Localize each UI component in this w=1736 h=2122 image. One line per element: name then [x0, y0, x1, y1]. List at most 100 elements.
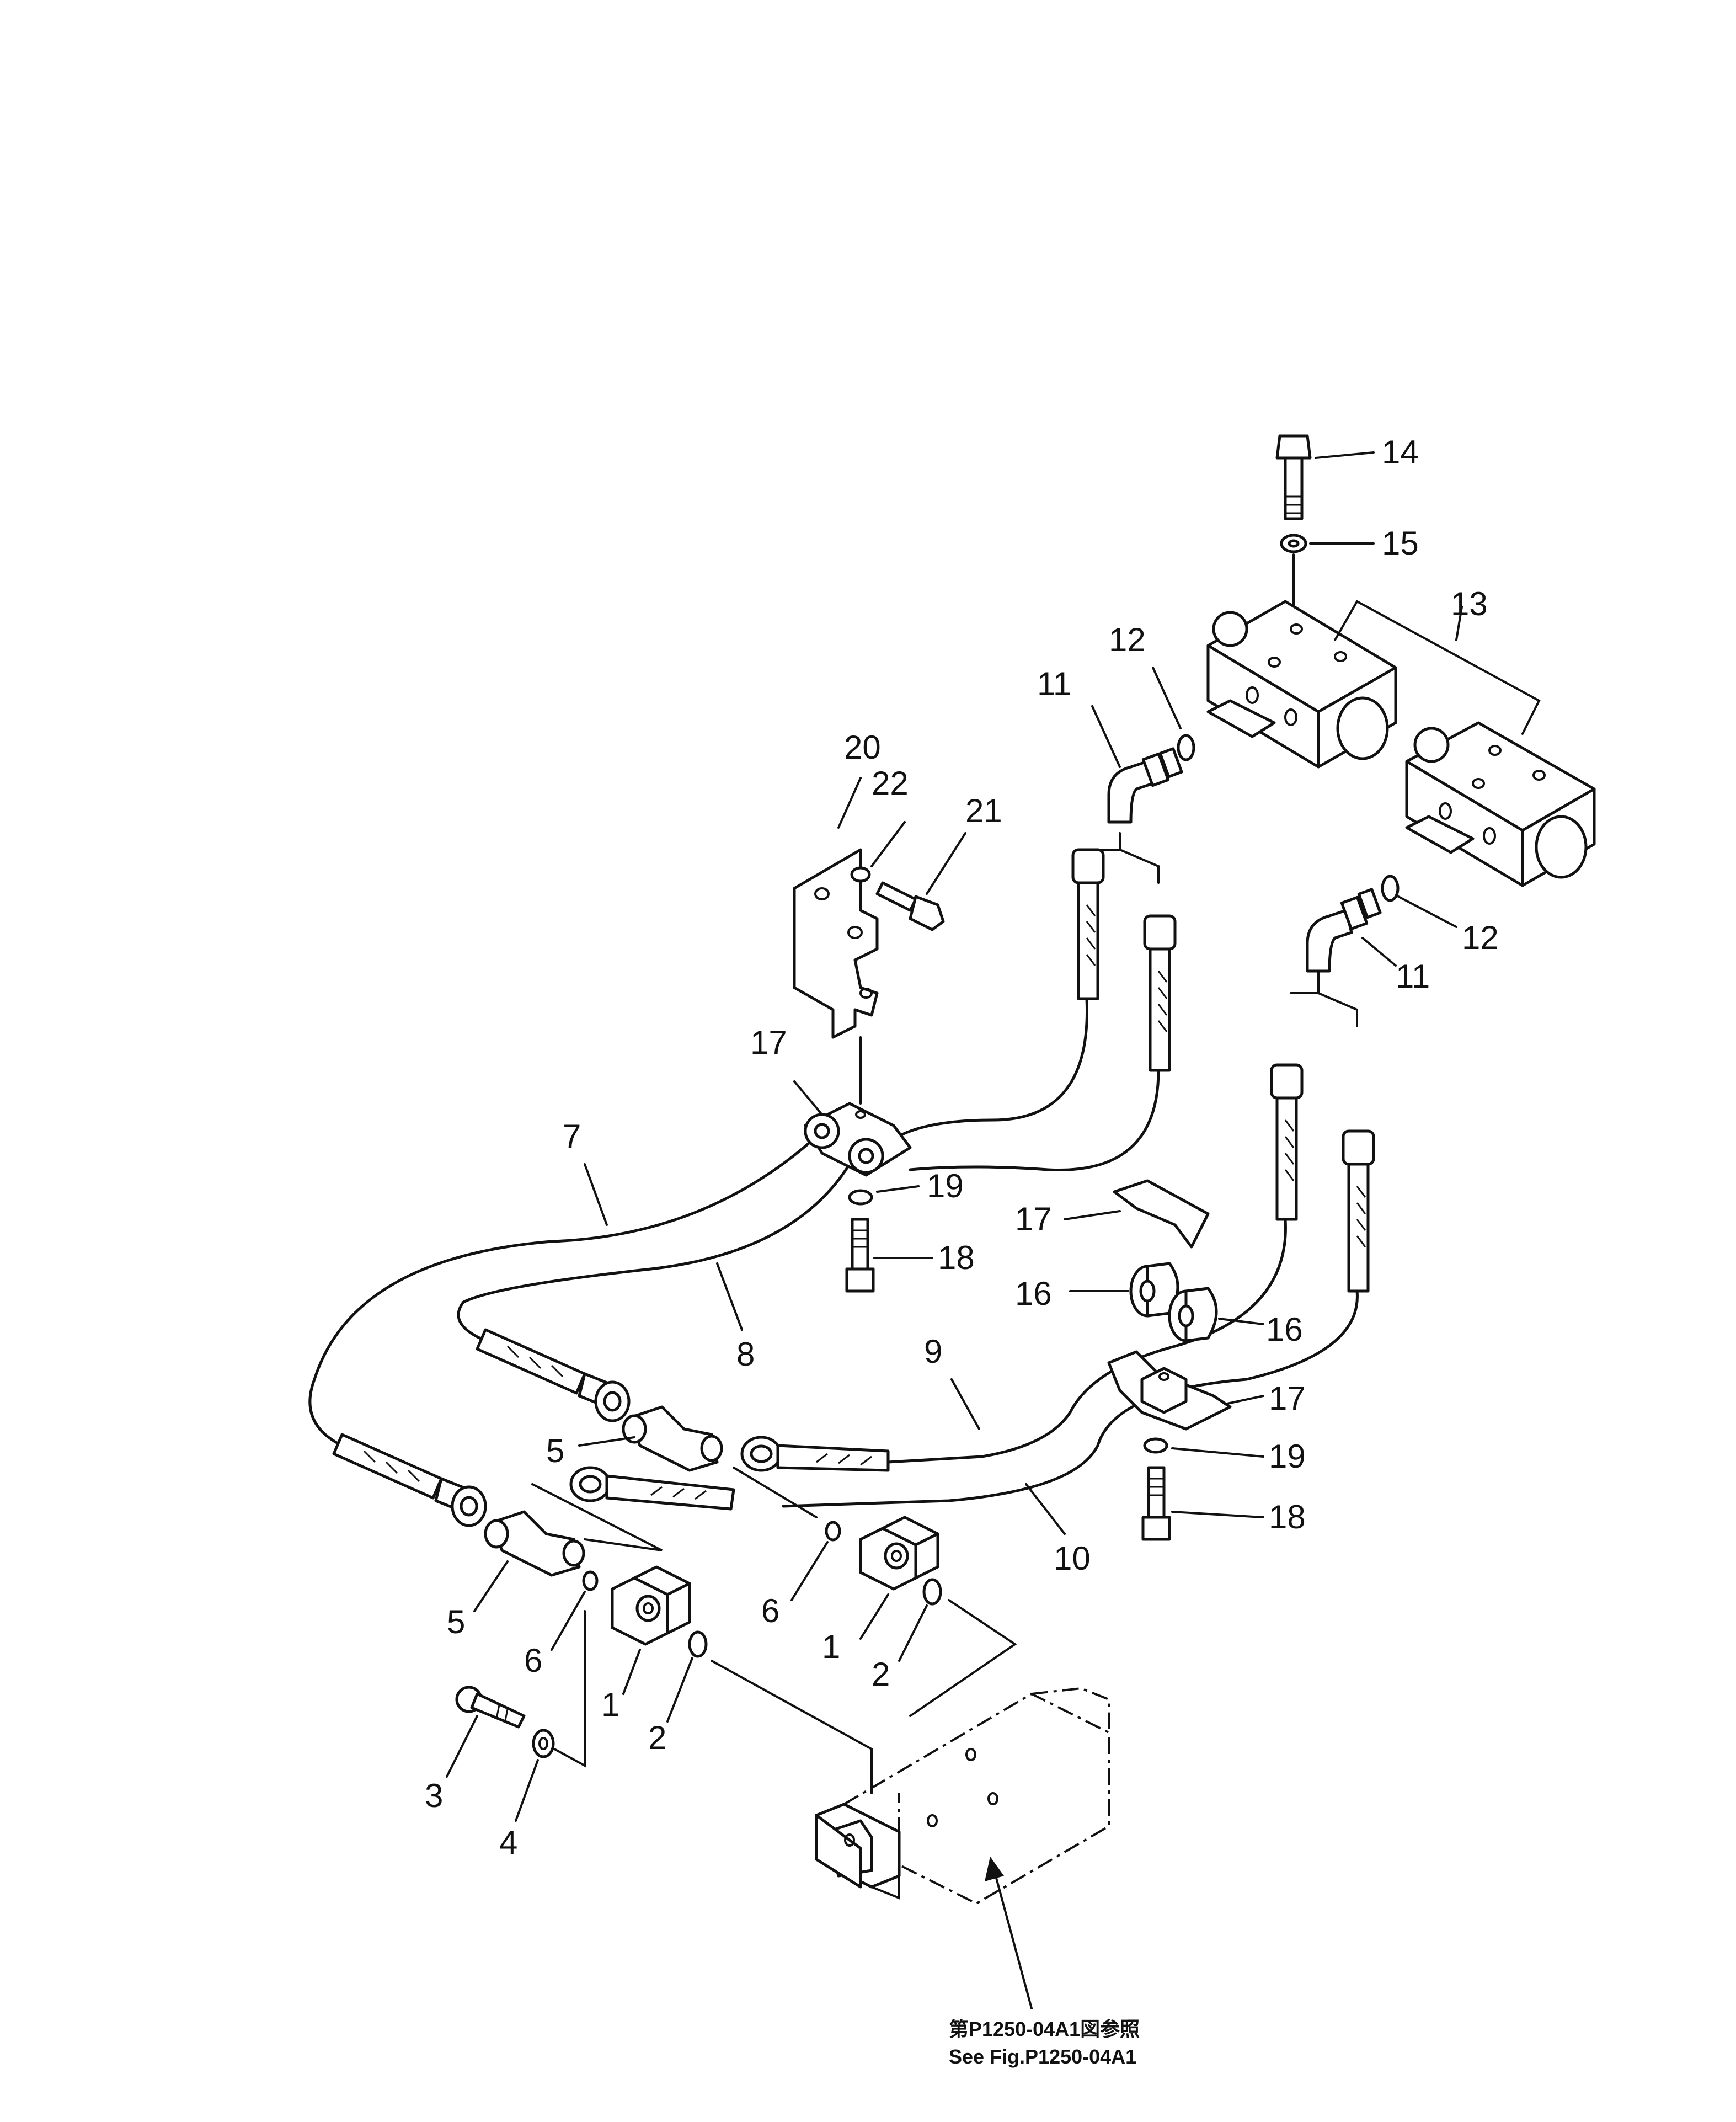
- elbow-part-11-upper: [1107, 747, 1183, 824]
- hose-fitting-lower-left: [1270, 1063, 1304, 1221]
- washer-part-4: [532, 1729, 555, 1758]
- bolt-part-18-upper: [845, 1218, 875, 1293]
- callout-12: 12: [1462, 919, 1499, 956]
- tee-part-5-lower: [484, 1510, 585, 1577]
- oring-part-2-upper: [922, 1578, 942, 1606]
- washer-part-19-upper: [848, 1189, 873, 1206]
- flange-part-1-upper: [859, 1516, 939, 1591]
- flange-part-1-lower: [611, 1565, 691, 1646]
- reference-arrow-line: [995, 1875, 1033, 2009]
- leader-1b: [622, 1649, 641, 1695]
- leader-8: [716, 1262, 743, 1331]
- callout-17: 17: [1015, 1201, 1052, 1238]
- callout-18: 18: [1269, 1499, 1306, 1535]
- hose-8-upper: [909, 1069, 1160, 1171]
- callout-10: 10: [1054, 1540, 1091, 1577]
- leader-18b: [1171, 1511, 1264, 1518]
- callout-21: 21: [965, 792, 1002, 829]
- leader-3: [446, 1715, 478, 1778]
- callout-19: 19: [1269, 1438, 1306, 1475]
- leader-2a: [898, 1604, 928, 1662]
- leader-4: [515, 1759, 539, 1822]
- hose-end-part-10: [569, 1466, 735, 1511]
- grommet-part-16-right: [1168, 1287, 1218, 1342]
- oring-part-2-lower: [688, 1630, 708, 1658]
- callout-11: 11: [1396, 958, 1430, 995]
- bracket-part-20: [793, 848, 879, 1039]
- oring-part-6-upper: [825, 1521, 841, 1542]
- callout-22: 22: [872, 765, 909, 802]
- reference-text-jp: 第P1250-04A1図参照: [949, 2018, 1140, 2040]
- leader-5b: [473, 1560, 509, 1612]
- valve-block-part-13-lower: [1405, 721, 1596, 887]
- leader-11b: [1361, 937, 1397, 967]
- callout-13: 13: [1451, 585, 1488, 622]
- leader-16b: [1218, 1318, 1264, 1325]
- callout-11: 11: [1037, 665, 1071, 702]
- clamp-part-17-upper: [804, 1102, 912, 1177]
- hose-7: [308, 1135, 818, 1447]
- leader-17a: [793, 1080, 823, 1116]
- valve-block-part-13-upper: [1206, 600, 1397, 769]
- clamp-part-17-lower: [1107, 1350, 1232, 1431]
- callout-14: 14: [1382, 434, 1419, 471]
- callout-16: 16: [1266, 1311, 1303, 1348]
- leader-17b: [1064, 1210, 1121, 1220]
- callout-4: 4: [499, 1824, 517, 1861]
- leader-17c: [1224, 1395, 1264, 1405]
- bracket-13: [1334, 600, 1541, 735]
- leader-14: [1315, 451, 1375, 459]
- callout-12: 12: [1109, 621, 1146, 658]
- elbow-part-11-lower: [1306, 888, 1382, 973]
- hose-end-part-9: [740, 1436, 890, 1472]
- leader-11a: [1091, 705, 1121, 768]
- callout-20: 20: [844, 729, 881, 766]
- callout-19: 19: [927, 1167, 964, 1204]
- hose-fitting-upper-left: [1071, 848, 1105, 1000]
- leader-12a: [1152, 667, 1182, 729]
- callout-15: 15: [1382, 525, 1419, 562]
- leader-5a: [578, 1436, 635, 1447]
- leader-12b: [1397, 895, 1457, 928]
- callout-6: 6: [761, 1592, 779, 1629]
- leader-6b: [551, 1591, 586, 1651]
- leader-19a: [876, 1185, 920, 1193]
- leader-9: [950, 1378, 980, 1430]
- grommet-part-16-left: [1129, 1262, 1179, 1318]
- callout-5: 5: [546, 1432, 564, 1469]
- callout-2: 2: [648, 1719, 666, 1756]
- callout-9: 9: [924, 1333, 942, 1370]
- callout-17: 17: [750, 1024, 787, 1061]
- callout-18: 18: [938, 1239, 975, 1276]
- leader-19b: [1171, 1447, 1264, 1458]
- reference-arrowhead: [985, 1857, 1004, 1881]
- leader-10: [1025, 1483, 1066, 1535]
- oring-part-12-upper: [1177, 734, 1195, 761]
- hose-7-upper: [881, 997, 1089, 1149]
- leader-7: [584, 1163, 608, 1226]
- leader-6a: [790, 1541, 829, 1601]
- hose-fitting-upper-right: [1143, 914, 1177, 1072]
- callout-3: 3: [425, 1777, 443, 1814]
- leader-22: [870, 821, 906, 867]
- hose-end-part-8: [476, 1328, 631, 1422]
- callout-6: 6: [524, 1642, 542, 1679]
- bolt-part-14: [1275, 434, 1312, 520]
- control-valve-reference: [815, 1687, 1110, 1905]
- leader-1a: [859, 1593, 889, 1640]
- bolt-part-3: [455, 1686, 526, 1729]
- bolt-part-21: [875, 881, 945, 931]
- callout-1: 1: [822, 1628, 840, 1665]
- clamp-part-17-middle: [1113, 1179, 1210, 1249]
- oring-part-6-lower: [582, 1570, 599, 1591]
- callout-8: 8: [736, 1336, 755, 1373]
- reference-text-en: See Fig.P1250-04A1: [949, 2045, 1136, 2068]
- leader-21: [926, 832, 966, 895]
- callout-2: 2: [872, 1656, 890, 1693]
- washer-part-22: [850, 866, 871, 883]
- leader-20: [837, 777, 862, 829]
- tee-part-5-upper: [622, 1405, 723, 1472]
- bolt-part-18-lower: [1141, 1466, 1171, 1541]
